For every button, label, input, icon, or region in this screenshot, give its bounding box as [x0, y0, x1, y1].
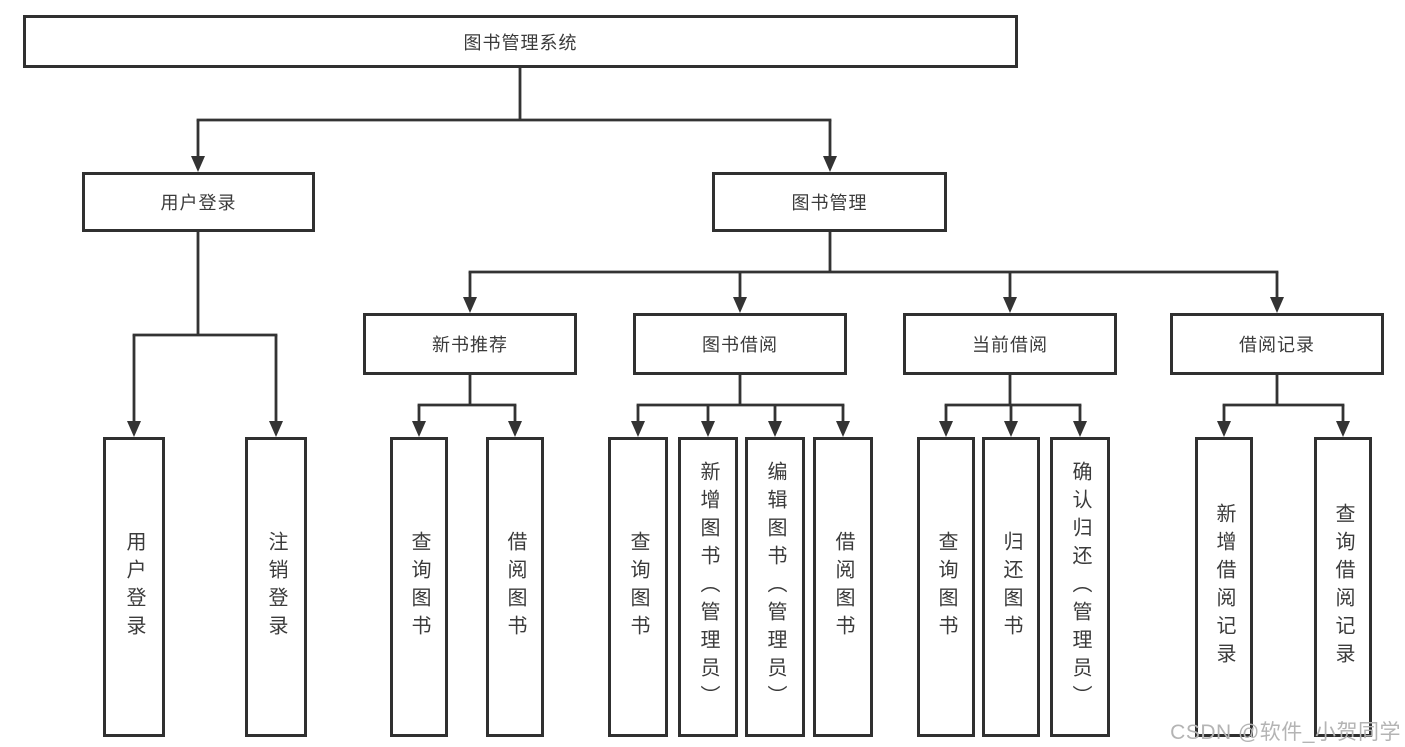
- leaf-logout-label: 注销登录: [265, 531, 287, 643]
- node-new-book-recommend: 新书推荐: [363, 313, 577, 375]
- leaf-bb-add-books-admin-label: 新增图书（管理员）: [697, 461, 719, 713]
- leaf-bb-edit-books-admin-label: 编辑图书（管理员）: [764, 461, 786, 713]
- leaf-cb-query-books-label: 查询图书: [935, 531, 957, 643]
- leaf-bb-query-books-label: 查询图书: [627, 531, 649, 643]
- node-new-book-recommend-label: 新书推荐: [432, 335, 508, 355]
- node-book-management: 图书管理: [712, 172, 947, 232]
- leaf-cb-return-books: 归还图书: [982, 437, 1040, 737]
- leaf-nbr-query-books-label: 查询图书: [408, 531, 430, 643]
- leaf-nbr-borrow-books: 借阅图书: [486, 437, 544, 737]
- node-root-label: 图书管理系统: [463, 32, 578, 53]
- leaf-br-query-record: 查询借阅记录: [1314, 437, 1372, 737]
- leaf-bb-add-books-admin: 新增图书（管理员）: [678, 437, 738, 737]
- leaf-bb-query-books: 查询图书: [608, 437, 668, 737]
- leaf-nbr-query-books: 查询图书: [390, 437, 448, 737]
- leaf-cb-query-books: 查询图书: [917, 437, 975, 737]
- node-borrowing-records: 借阅记录: [1170, 313, 1384, 375]
- leaf-cb-return-books-label: 归还图书: [1000, 531, 1022, 643]
- node-user-login-label: 用户登录: [160, 193, 237, 213]
- node-root: 图书管理系统: [23, 15, 1018, 68]
- node-current-borrowing-label: 当前借阅: [972, 335, 1048, 355]
- leaf-bb-edit-books-admin: 编辑图书（管理员）: [745, 437, 805, 737]
- node-book-borrowing: 图书借阅: [633, 313, 847, 375]
- leaf-user-login-label: 用户登录: [123, 531, 145, 643]
- leaf-br-query-record-label: 查询借阅记录: [1332, 503, 1354, 671]
- leaf-bb-borrow-books-label: 借阅图书: [832, 531, 854, 643]
- leaf-logout: 注销登录: [245, 437, 307, 737]
- leaf-user-login: 用户登录: [103, 437, 165, 737]
- leaf-nbr-borrow-books-label: 借阅图书: [504, 531, 526, 643]
- leaf-br-add-record: 新增借阅记录: [1195, 437, 1253, 737]
- node-borrowing-records-label: 借阅记录: [1239, 335, 1315, 355]
- node-book-management-label: 图书管理: [791, 193, 868, 213]
- node-user-login: 用户登录: [82, 172, 315, 232]
- leaf-bb-borrow-books: 借阅图书: [813, 437, 873, 737]
- node-book-borrowing-label: 图书借阅: [702, 335, 778, 355]
- leaf-cb-confirm-return-admin: 确认归还（管理员）: [1050, 437, 1110, 737]
- leaf-cb-confirm-return-admin-label: 确认归还（管理员）: [1069, 461, 1091, 713]
- node-current-borrowing: 当前借阅: [903, 313, 1117, 375]
- leaf-br-add-record-label: 新增借阅记录: [1213, 503, 1235, 671]
